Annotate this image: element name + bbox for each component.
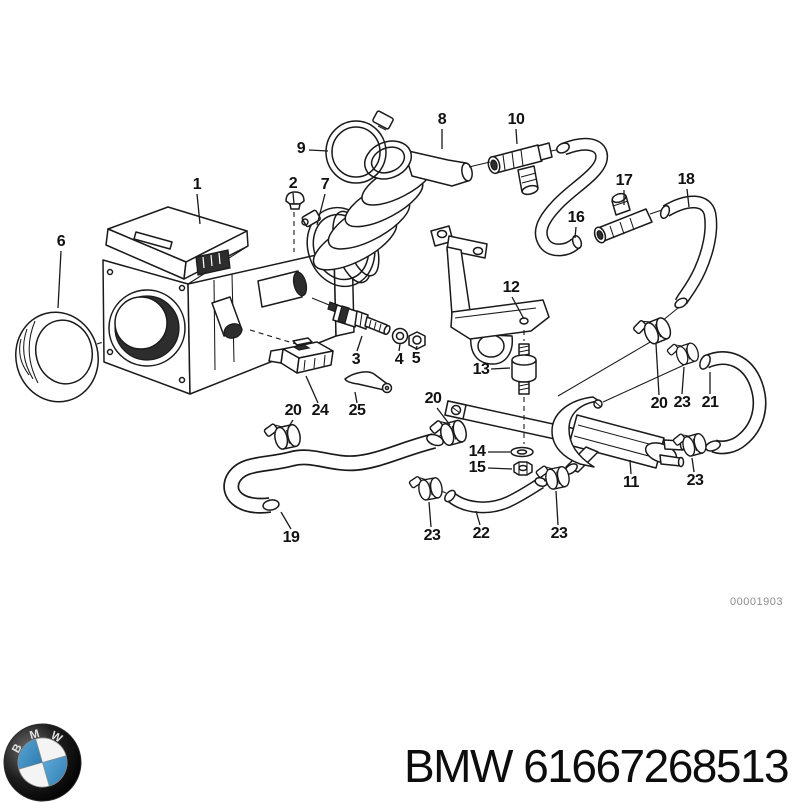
callout-6: 6 (56, 233, 66, 250)
part-5-nut (408, 331, 426, 350)
part-23-clamp-b (670, 427, 709, 461)
part-12-bracket (430, 225, 550, 365)
part-8-intake-boot (312, 140, 473, 271)
part-25-lever (344, 371, 393, 394)
callout-24: 24 (311, 402, 329, 419)
logo-quadrant-blue-br (42, 755, 68, 787)
logo-letter-w: W (49, 730, 64, 746)
callout-19: 19 (282, 529, 300, 546)
callout-8: 8 (437, 111, 447, 128)
callout-4: 4 (394, 351, 404, 368)
callout-leader-lines (57, 128, 711, 530)
part-20-clamp-left (261, 417, 303, 453)
part-2-plug (285, 191, 305, 252)
callout-16: 16 (567, 209, 585, 226)
callout-25: 25 (348, 402, 366, 419)
logo-quadrant-white-tr (35, 737, 67, 763)
callout-23-c: 23 (423, 527, 441, 544)
part-number-title: BMW 61667268513 (404, 740, 790, 792)
bmw-logo: B M W (3, 723, 82, 802)
part-16-hose (534, 137, 609, 257)
callout-23-b: 23 (686, 472, 704, 489)
part-10-t-fitting (468, 142, 562, 196)
part-3-sensor (327, 301, 391, 336)
diagram-illustration (15, 110, 767, 530)
diagram-id: 00001903 (730, 596, 783, 608)
callout-21: 21 (701, 394, 719, 411)
callout-13: 13 (472, 361, 490, 378)
callout-1: 1 (192, 176, 202, 193)
part-17-t-fitting (593, 192, 663, 244)
callout-11: 11 (623, 474, 639, 491)
callout-20-b: 20 (424, 390, 442, 407)
callout-9: 9 (296, 140, 306, 157)
part-13-stud (511, 330, 537, 444)
part-15-nut (513, 461, 533, 476)
callout-7: 7 (320, 176, 330, 193)
part-23-clamp-a (664, 336, 702, 370)
callout-10: 10 (507, 111, 525, 128)
part-4-washer (391, 327, 409, 345)
callout-14: 14 (468, 443, 486, 460)
callout-17: 17 (615, 172, 633, 189)
callout-18: 18 (677, 171, 695, 188)
part-24-connector (268, 337, 334, 374)
callout-22: 22 (472, 525, 490, 542)
callout-15: 15 (468, 459, 486, 476)
part-22-hose (438, 476, 551, 514)
part-11-valve (444, 396, 687, 475)
logo-quadrant-blue-tl (17, 738, 43, 770)
part-23-clamp-c (407, 471, 445, 504)
part-18-hose (557, 195, 718, 397)
part-19-hose (223, 430, 448, 514)
callout-20-c: 20 (650, 395, 668, 412)
callout-12: 12 (502, 279, 520, 296)
part-14-washer (510, 446, 534, 458)
callout-20-a: 20 (284, 402, 302, 419)
logo-letter-m: M (28, 728, 41, 742)
callout-23-d: 23 (550, 525, 568, 542)
logo-quadrant-white-bl (18, 762, 50, 788)
callout-5: 5 (411, 350, 421, 367)
callout-3: 3 (351, 351, 361, 368)
part-6-seal-ring (15, 311, 128, 403)
callout-2: 2 (288, 175, 298, 192)
part-9-clamp (325, 110, 394, 184)
part-21-hose (602, 351, 767, 455)
callout-23-a: 23 (673, 394, 691, 411)
